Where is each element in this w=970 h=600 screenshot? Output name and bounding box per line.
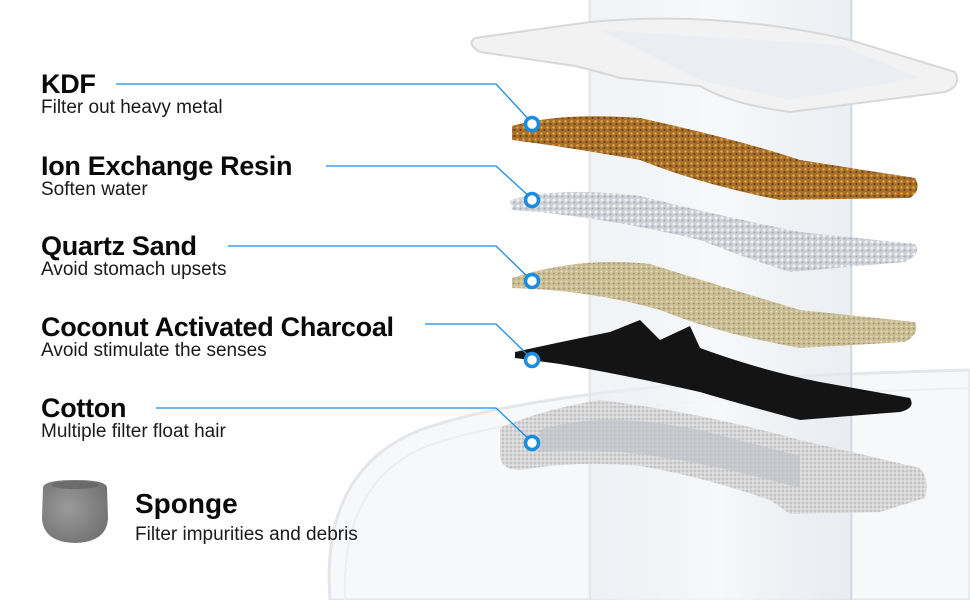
charcoal-layer [515, 320, 912, 420]
layer-label-kdf: KDF Filter out heavy metal [41, 70, 223, 118]
sponge-label: Sponge Filter impurities and debris [135, 489, 358, 547]
resin-layer [510, 191, 918, 272]
layer-label-coconut-activated-charcoal: Coconut Activated Charcoal Avoid stimula… [41, 313, 394, 361]
connector-dots [523, 115, 541, 452]
layer-label-cotton: Cotton Multiple filter float hair [41, 394, 226, 442]
layer-description: Avoid stimulate the senses [41, 340, 267, 361]
layer-title: Quartz Sand [41, 231, 197, 261]
charcoal-marker-dot [523, 351, 541, 369]
cotton-marker-dot [523, 434, 541, 452]
layer-description: Avoid stomach upsets [41, 259, 227, 280]
layer-description: Multiple filter float hair [41, 421, 226, 442]
sponge-icon [42, 480, 108, 543]
layer-title: Ion Exchange Resin [41, 151, 293, 181]
layer-description: Filter out heavy metal [41, 97, 223, 118]
kdf-layer [512, 116, 918, 200]
layer-title: KDF [41, 69, 96, 99]
layer-title: Cotton [41, 393, 127, 423]
sponge-description: Filter impurities and debris [135, 524, 358, 545]
resin-marker-dot [523, 191, 541, 209]
layer-title: Coconut Activated Charcoal [41, 312, 394, 342]
layer-label-quartz-sand: Quartz Sand Avoid stomach upsets [41, 232, 227, 280]
quartz-layer [512, 261, 917, 348]
kdf-marker-dot [523, 115, 541, 133]
quartz-marker-dot [523, 272, 541, 290]
connector-lines [116, 83, 533, 443]
layer-description: Soften water [41, 179, 148, 200]
sponge-title: Sponge [135, 488, 238, 519]
layer-label-ion-exchange-resin: Ion Exchange Resin Soften water [41, 152, 292, 200]
